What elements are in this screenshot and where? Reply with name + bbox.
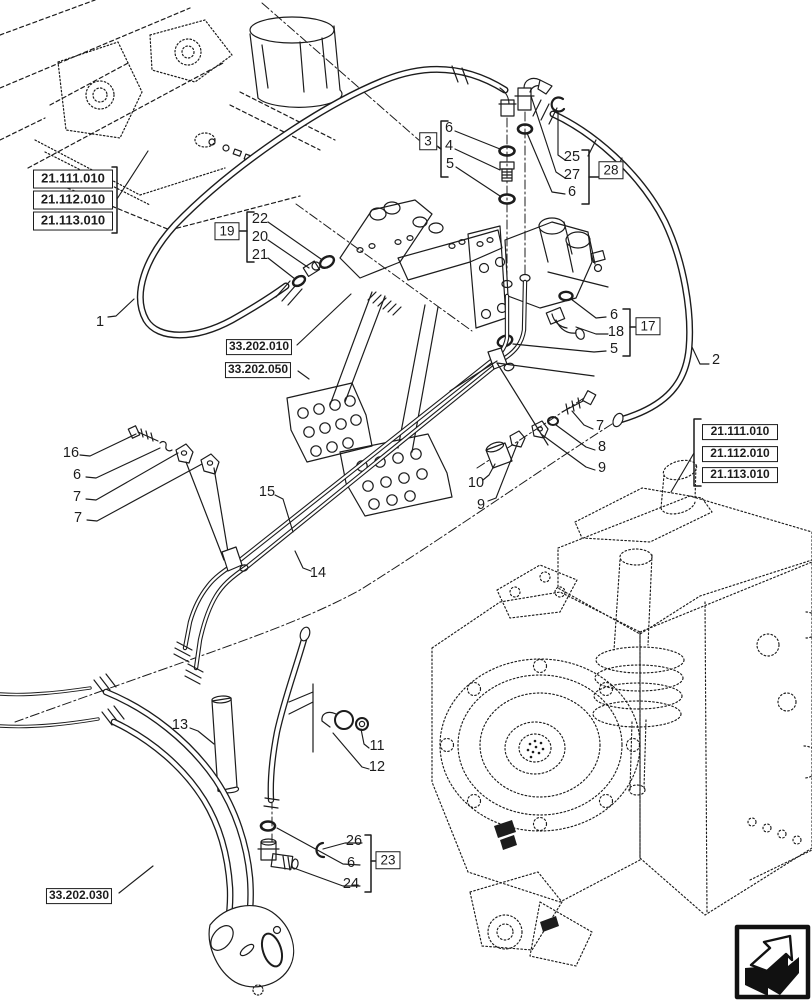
- callout-7-left-a: 7: [72, 488, 82, 505]
- callout-13: 13: [171, 716, 189, 733]
- hose-1-elbow-fitting: [498, 87, 517, 117]
- pedal-assembly: [329, 199, 508, 453]
- callout-24-group23: 24: [342, 875, 360, 892]
- callout-7-mid: 7: [595, 417, 605, 434]
- callout-6-group23: 6: [346, 854, 356, 871]
- o-ring-3-6: [498, 145, 516, 157]
- callout-18-group17: 18: [607, 323, 625, 340]
- callout-2: 2: [711, 351, 721, 368]
- elbow-24-group: [257, 820, 326, 871]
- ref-box-21-112-010-top[interactable]: 21.112.010: [33, 190, 113, 210]
- o-ring-3-5: [498, 193, 516, 205]
- callout-6-group17: 6: [609, 306, 619, 323]
- callout-box-23: 23: [375, 851, 401, 869]
- ref-box-33-202-030[interactable]: 33.202.030: [45, 888, 113, 904]
- callout-22-group19: 22: [251, 210, 269, 227]
- callout-27-group28: 27: [563, 166, 581, 183]
- transmission-hub-stipple: [494, 739, 559, 932]
- callout-11: 11: [369, 737, 385, 754]
- callout-20-group19: 20: [251, 228, 269, 245]
- pedal-pad-left: [286, 382, 373, 463]
- hose-12: [263, 626, 311, 809]
- clamp-hardware-mid: [485, 390, 597, 469]
- callout-box-19: 19: [214, 222, 240, 240]
- small-fasteners: [208, 138, 254, 162]
- callout-25-group28: 25: [563, 148, 581, 165]
- callout-9-mid-b: 9: [476, 496, 486, 513]
- hose-2: [532, 99, 694, 428]
- callout-6-group3: 6: [444, 119, 454, 136]
- ref-box-21-111-010-right[interactable]: 21.111.010: [702, 424, 778, 440]
- callout-16-left: 16: [62, 444, 80, 461]
- callout-box-28: 28: [598, 161, 624, 179]
- callout-8-mid: 8: [597, 438, 607, 455]
- canister-outline: [249, 16, 343, 108]
- transmission-outline: [431, 459, 812, 967]
- callout-7-left-b: 7: [73, 509, 83, 526]
- engine-front-frame-outline: [0, 0, 336, 231]
- callout-box-3: 3: [419, 132, 437, 150]
- callout-1: 1: [95, 313, 105, 330]
- callout-10-mid: 10: [467, 474, 485, 491]
- callout-brackets: [111, 120, 702, 893]
- hose-1: [136, 65, 509, 339]
- connector-fitting-4: [499, 161, 515, 182]
- o-ring-28-6: [516, 123, 534, 135]
- ref-box-33-202-010[interactable]: 33.202.010: [225, 339, 293, 355]
- continue-arrow-icon[interactable]: [734, 924, 811, 1000]
- leader-lines: [79, 95, 710, 894]
- callout-box-17: 17: [635, 317, 661, 335]
- callout-12: 12: [368, 758, 386, 775]
- callout-4-group3: 4: [444, 137, 454, 154]
- retaining-clip-25: [550, 96, 566, 113]
- callout-6-group28: 6: [567, 183, 577, 200]
- callout-14: 14: [309, 564, 327, 581]
- ref-box-21-113-010-top[interactable]: 21.113.010: [33, 211, 113, 231]
- callout-6-left: 6: [72, 466, 82, 483]
- ref-box-21-112-010-right[interactable]: 21.112.010: [702, 446, 778, 462]
- ref-box-21-113-010-right[interactable]: 21.113.010: [702, 467, 778, 483]
- callout-5-group17: 5: [609, 340, 619, 357]
- fitting-group-19: [291, 254, 336, 288]
- ref-box-33-202-050[interactable]: 33.202.050: [224, 362, 292, 378]
- ref-box-21-111-010-top[interactable]: 21.111.010: [33, 169, 113, 189]
- mount-hardware-left: [127, 425, 230, 561]
- callout-21-group19: 21: [251, 246, 269, 263]
- clamp-11-12: [288, 683, 369, 753]
- master-cylinder: [501, 217, 609, 309]
- callout-15: 15: [258, 483, 276, 500]
- hose-end-elbow-assembly: [208, 904, 295, 996]
- brake-tubes: [173, 279, 595, 685]
- callout-5-group3: 5: [445, 155, 455, 172]
- callout-26-group23: 26: [345, 832, 363, 849]
- callout-9-mid: 9: [597, 459, 607, 476]
- tube-13: [211, 695, 240, 794]
